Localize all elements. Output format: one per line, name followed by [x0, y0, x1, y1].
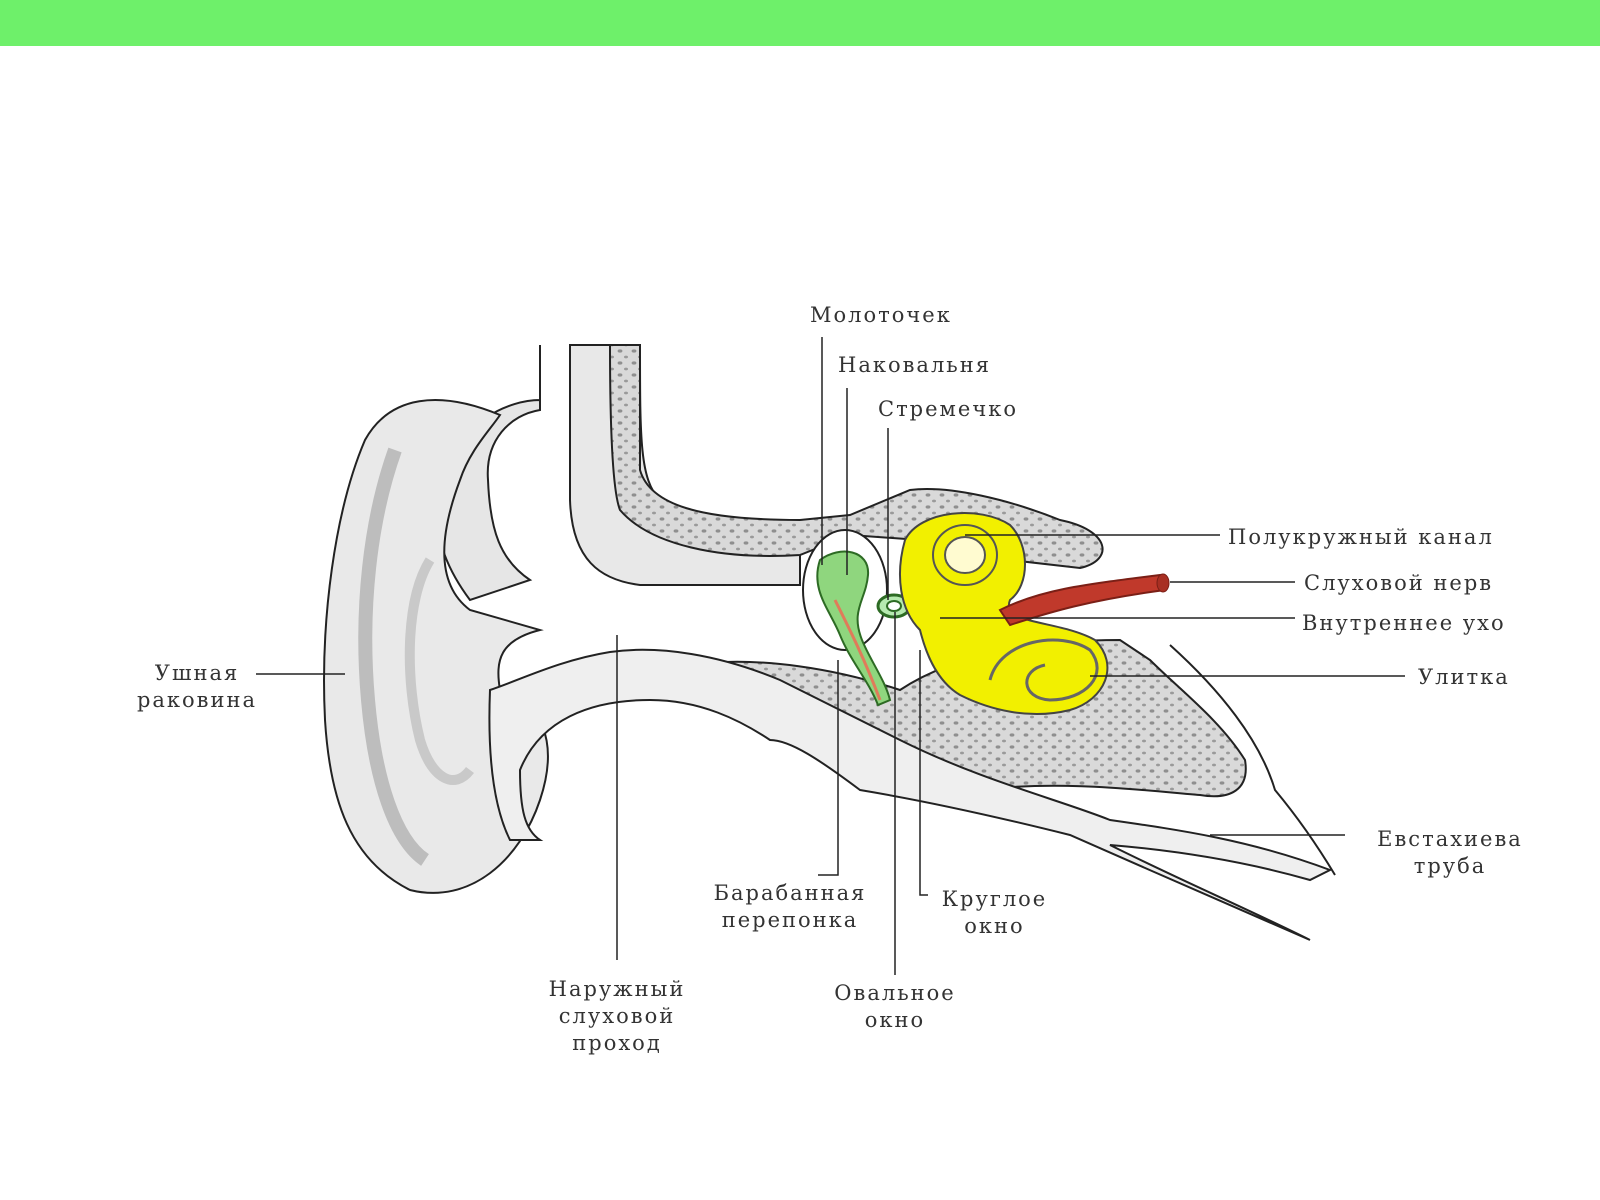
label-auricle-line1: Ушная — [154, 661, 240, 685]
label-eustachian-tube: Евстахиева труба — [1360, 826, 1540, 880]
label-eardrum-line2: перепонка — [721, 908, 859, 932]
label-ear-canal: Наружный слуховой проход — [532, 976, 702, 1057]
label-inner-ear: Внутреннее ухо — [1302, 611, 1506, 635]
label-eustachian-tube-line2: труба — [1413, 854, 1487, 878]
leader-eardrum — [818, 660, 839, 876]
top-accent-bar — [0, 0, 1600, 46]
label-eustachian-tube-line1: Евстахиева — [1377, 827, 1523, 851]
label-oval-window-line1: Овальное — [834, 981, 956, 1005]
label-round-window-line1: Круглое — [941, 887, 1048, 911]
ossicles — [816, 550, 912, 707]
label-ear-canal-line3: проход — [572, 1031, 662, 1055]
label-ear-canal-line1: Наружный — [548, 977, 686, 1001]
label-cochlea: Улитка — [1418, 665, 1510, 689]
label-ear-canal-line2: слуховой — [558, 1004, 676, 1028]
label-round-window-line2: окно — [964, 914, 1025, 938]
label-semicircular-canal: Полукружный канал — [1228, 525, 1494, 549]
label-malleus: Молоточек — [810, 303, 952, 327]
label-oval-window: Овальное окно — [820, 980, 970, 1034]
leader-lines — [256, 337, 1405, 975]
label-oval-window-line2: окно — [864, 1008, 926, 1032]
label-eardrum-line1: Барабанная — [713, 881, 867, 905]
label-round-window: Круглое окно — [932, 886, 1057, 940]
label-auditory-nerve: Слуховой нерв — [1304, 571, 1494, 595]
label-eardrum: Барабанная перепонка — [700, 880, 880, 934]
label-auricle: Ушная раковина — [132, 660, 262, 714]
label-stapes: Стремечко — [878, 397, 1018, 421]
leader-round-window — [919, 650, 928, 896]
temporal-bone — [488, 344, 1336, 941]
label-auricle-line2: раковина — [136, 688, 258, 712]
label-incus: Наковальня — [838, 353, 991, 377]
